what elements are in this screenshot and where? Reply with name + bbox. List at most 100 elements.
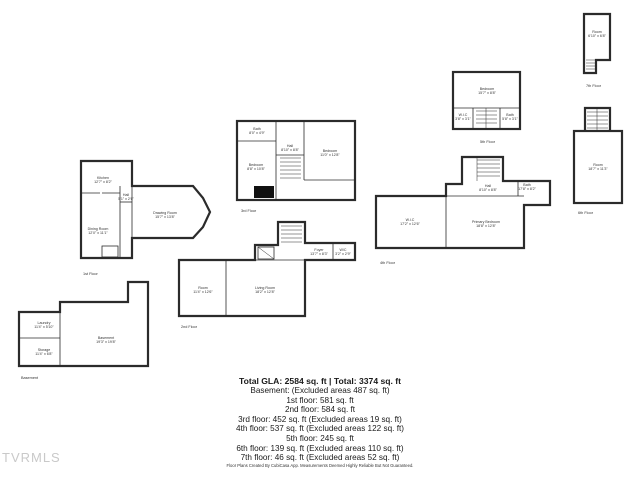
floor-label: 4th Floor xyxy=(380,261,396,265)
svg-text:17'8" x 8'2": 17'8" x 8'2" xyxy=(518,187,536,191)
svg-text:Living Room: Living Room xyxy=(255,286,275,290)
svg-text:19'3" x 19'8": 19'3" x 19'8" xyxy=(96,340,116,344)
floor-6th: Room 18'7" x 11'3" 6th Floor xyxy=(572,106,624,215)
room-name: W/C xyxy=(340,248,347,252)
svg-text:2nd Floor: 2nd Floor xyxy=(181,325,198,329)
room-dim: 5'8" x 3'1" xyxy=(502,117,518,121)
svg-text:1st Floor: 1st Floor xyxy=(83,272,99,276)
credit-text: Floor Plans Created By CubiCasa App. Mea… xyxy=(226,463,414,468)
svg-text:11'4" x 5'10": 11'4" x 5'10" xyxy=(34,325,54,329)
svg-text:5'1" x 2'6": 5'1" x 2'6" xyxy=(118,197,134,201)
brand-watermark: TVRMLS xyxy=(2,450,61,465)
svg-text:17'2" x 12'6": 17'2" x 12'6" xyxy=(400,222,420,226)
svg-text:4th Floor: 4th Floor xyxy=(380,261,396,265)
svg-text:Drawing Room: Drawing Room xyxy=(153,211,177,215)
room-dim: 11'4" x 12'6" xyxy=(193,290,213,294)
room-name: Dining Room xyxy=(88,227,109,231)
room-dim: 18'2" x 12'8" xyxy=(255,290,275,294)
floor-2nd: Room 11'4" x 12'6" Living Room 18'2" x 1… xyxy=(177,220,357,329)
room-name: W.I.C xyxy=(406,218,415,222)
svg-text:6'10" x 6'8": 6'10" x 6'8" xyxy=(588,34,606,38)
area-line-3rd: 3rd floor: 452 sq. ft (Excluded areas 19… xyxy=(238,414,402,424)
room-dim: 18'8" x 12'8" xyxy=(476,224,496,228)
room-dim: 19'3" x 19'8" xyxy=(96,340,116,344)
area-line-7th: 7th floor: 46 sq. ft (Excluded areas 52 … xyxy=(240,453,400,463)
svg-text:Bath: Bath xyxy=(253,127,260,131)
total-area: Total GLA: 2584 sq. ft | Total: 3374 sq.… xyxy=(238,376,402,386)
room-dim: 8'10" x 8'8" xyxy=(281,148,299,152)
svg-text:W.I.C: W.I.C xyxy=(459,113,468,117)
area-summary: Total GLA: 2584 sq. ft | Total: 3374 sq.… xyxy=(200,376,440,463)
floor-label: 2nd Floor xyxy=(181,325,198,329)
room-name: Bedroom xyxy=(480,87,495,91)
area-line-4th: 4th floor: 537 sq. ft (Excluded areas 12… xyxy=(236,424,404,434)
room-name: Primary Bedroom xyxy=(472,220,500,224)
room-dim: 15'7" x 13'8" xyxy=(155,215,175,219)
area-line-basement: Basement: (Excluded areas 487 sq. ft) xyxy=(250,386,390,395)
room-dim: 17'2" x 12'6" xyxy=(400,222,420,226)
svg-text:13'7" x 8'3": 13'7" x 8'3" xyxy=(310,252,328,256)
svg-text:Room: Room xyxy=(198,286,208,290)
floor-basement: Laundry 11'4" x 5'10" Storage 11'4" x 6'… xyxy=(17,280,150,380)
svg-text:3rd Floor: 3rd Floor xyxy=(241,209,257,213)
room-dim: 11'4" x 5'10" xyxy=(34,325,54,329)
svg-text:8'8" x 10'8": 8'8" x 10'8" xyxy=(247,167,265,171)
svg-text:Bath: Bath xyxy=(523,183,530,187)
room-dim: 8'10" x 8'8" xyxy=(479,188,497,192)
room-dim: 3'8" x 3'1" xyxy=(455,117,471,121)
room-dim: 18'7" x 11'3" xyxy=(588,167,608,171)
svg-text:3'2" x 2'9": 3'2" x 2'9" xyxy=(335,252,351,256)
room-name: Room xyxy=(592,30,602,34)
svg-text:Laundry: Laundry xyxy=(38,321,51,325)
svg-text:12'0" x 11'1": 12'0" x 11'1" xyxy=(88,231,108,235)
svg-text:W.I.C: W.I.C xyxy=(406,218,415,222)
room-name: Bedroom xyxy=(323,149,338,153)
room-name: Bath xyxy=(506,113,513,117)
room-name: Bath xyxy=(523,183,530,187)
room-dim: 5'1" x 2'6" xyxy=(118,197,134,201)
svg-text:18'8" x 12'8": 18'8" x 12'8" xyxy=(476,224,496,228)
floor-label: 7th Floor xyxy=(586,84,602,88)
room-name: Storage xyxy=(38,348,51,352)
svg-text:5'8" x 3'1": 5'8" x 3'1" xyxy=(502,117,518,121)
svg-text:3'8" x 3'1": 3'8" x 3'1" xyxy=(455,117,471,121)
room-name: W.I.C xyxy=(459,113,468,117)
svg-text:Hall: Hall xyxy=(485,184,491,188)
room-name: Room xyxy=(593,163,603,167)
floor-label: 3rd Floor xyxy=(241,209,257,213)
svg-text:Bath: Bath xyxy=(506,113,513,117)
room-name: Drawing Room xyxy=(153,211,177,215)
area-line-5th: 5th floor: 245 sq. ft xyxy=(286,433,354,443)
svg-text:Foyer: Foyer xyxy=(314,248,324,252)
svg-text:15'7" x 8'8": 15'7" x 8'8" xyxy=(478,91,496,95)
svg-text:11'0" x 12'8": 11'0" x 12'8" xyxy=(320,153,340,157)
floor-label: 6th Floor xyxy=(578,211,594,215)
svg-text:18'2" x 12'8": 18'2" x 12'8" xyxy=(255,290,275,294)
svg-text:11'4" x 6'8": 11'4" x 6'8" xyxy=(35,352,53,356)
room-dim: 6'10" x 6'8" xyxy=(588,34,606,38)
floor-5th: Bedroom 15'7" x 8'8" W.I.C 3'8" x 3'1" B… xyxy=(451,70,522,144)
svg-text:Bedroom: Bedroom xyxy=(249,163,264,167)
svg-text:Kitchen: Kitchen xyxy=(97,176,109,180)
svg-text:Hall: Hall xyxy=(287,144,293,148)
svg-text:Hall: Hall xyxy=(123,193,129,197)
svg-text:7th Floor: 7th Floor xyxy=(586,84,602,88)
svg-text:12'7" x 8'2": 12'7" x 8'2" xyxy=(94,180,112,184)
room-dim: 12'7" x 8'2" xyxy=(94,180,112,184)
room-name: Room xyxy=(198,286,208,290)
svg-text:11'4" x 12'6": 11'4" x 12'6" xyxy=(193,290,213,294)
room-dim: 11'0" x 12'8" xyxy=(320,153,340,157)
svg-text:Dining Room: Dining Room xyxy=(88,227,109,231)
area-line-2nd: 2nd floor: 584 sq. ft xyxy=(284,405,356,415)
room-name: Hall xyxy=(123,193,129,197)
svg-text:8'0" x 4'9": 8'0" x 4'9" xyxy=(249,131,265,135)
room-name: Bedroom xyxy=(249,163,264,167)
room-name: Laundry xyxy=(38,321,51,325)
room-name: Bath xyxy=(253,127,260,131)
room-dim: 3'2" x 2'9" xyxy=(335,252,351,256)
room-name: Foyer xyxy=(314,248,324,252)
svg-text:W/C: W/C xyxy=(340,248,347,252)
floor-1st: Kitchen 12'7" x 8'2" Dining Room 12'0" x… xyxy=(79,159,212,276)
room-dim: 15'7" x 8'8" xyxy=(478,91,496,95)
